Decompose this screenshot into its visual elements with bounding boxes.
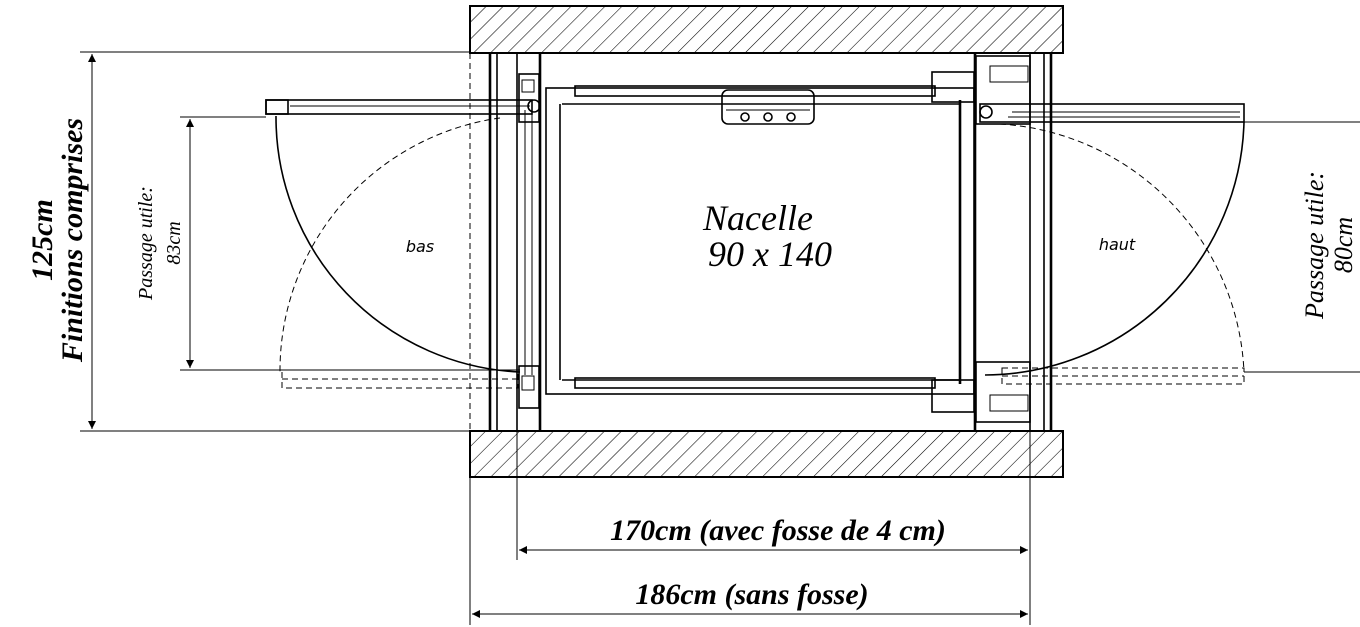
right-passage-label: Passage utile:	[1300, 171, 1329, 320]
width-with-pit-label: 170cm (avec fosse de 4 cm)	[610, 514, 946, 547]
height-caption: Finitions comprises	[56, 118, 89, 363]
nacelle-size: 90 x 140	[708, 234, 832, 274]
left-passage-label: Passage utile:	[135, 186, 157, 301]
top-wall	[469, 5, 1064, 54]
left-passage-dimension	[180, 116, 520, 371]
left-passage-value: 83cm	[163, 221, 185, 264]
right-door	[979, 103, 1245, 385]
left-door-hinge-hardware	[518, 73, 541, 409]
right-passage-value: 80cm	[1329, 217, 1358, 273]
right-passage-dimension	[1244, 121, 1360, 373]
width-dimensions	[469, 431, 1031, 625]
right-door-hinge-hardware	[975, 55, 1031, 423]
left-level-label: bas	[406, 237, 434, 256]
left-door	[265, 99, 533, 389]
nacelle-name: Nacelle	[702, 198, 813, 238]
control-panel-icon	[721, 89, 815, 125]
width-without-pit-label: 186cm (sans fosse)	[635, 578, 868, 611]
height-label: 125cm	[26, 199, 59, 281]
shaft-frame	[469, 53, 1053, 431]
nacelle-platform	[545, 71, 975, 413]
right-level-label: haut	[1099, 235, 1136, 254]
bottom-wall	[469, 430, 1064, 478]
height-dimension	[80, 51, 470, 432]
